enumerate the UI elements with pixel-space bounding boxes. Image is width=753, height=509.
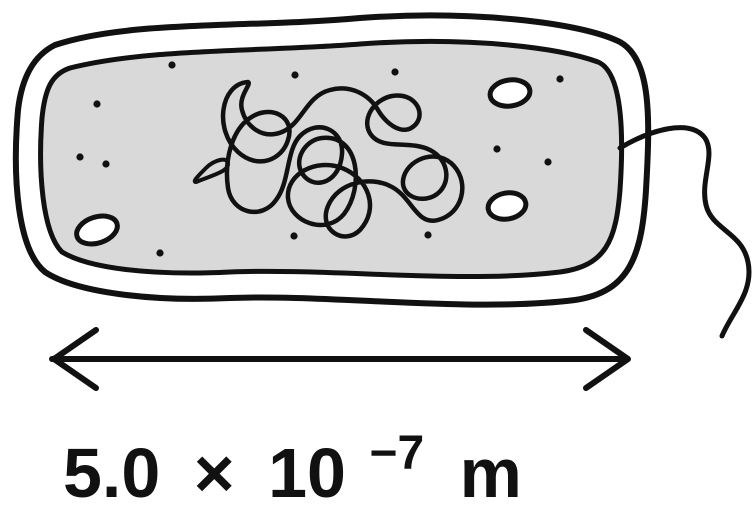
ribosome-dot (493, 145, 500, 152)
ribosome-dot (102, 160, 109, 167)
ribosome-dot (544, 158, 551, 165)
dimension-arrow-icon (52, 330, 628, 388)
measurement-base: 10 (268, 434, 346, 509)
measurement-mantissa: 5.0 (63, 434, 160, 509)
measurement-label: 5.0 × 10 −7 m (63, 406, 522, 509)
ribosome-dot (168, 61, 175, 68)
measurement-unit: m (460, 434, 522, 509)
ribosome-dot (391, 68, 398, 75)
ribosome-dot (156, 249, 163, 256)
ribosome-dot (556, 75, 563, 82)
measurement-exponent: −7 (369, 427, 424, 480)
ribosome-dot (424, 231, 431, 238)
ribosome-dot (76, 153, 83, 160)
measurement-multiply-sign: × (194, 434, 235, 509)
ribosome-dot (93, 100, 100, 107)
cytoplasm (41, 41, 622, 276)
ribosome-dot (290, 232, 297, 239)
ribosome-dot (291, 71, 298, 78)
